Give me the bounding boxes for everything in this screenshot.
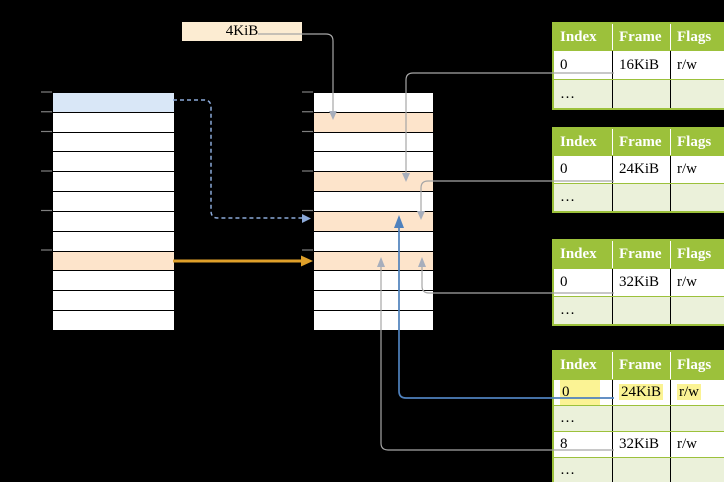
page-table-4-row-1: …: [554, 405, 724, 431]
page-table-4-row-3: …: [554, 457, 724, 482]
highlighted-cell-text: 0: [560, 380, 600, 405]
cell: [670, 458, 724, 482]
physical-memory-column: [313, 92, 434, 331]
cell: [612, 458, 670, 482]
page-size-label: 4KiB: [225, 23, 259, 39]
cell: …: [560, 462, 575, 478]
cell: [612, 297, 670, 324]
cell: 24KiB: [612, 380, 670, 405]
column-header-index: Index: [560, 29, 597, 45]
virtual-memory-row-5: [53, 191, 174, 211]
cell: 24KiB: [612, 156, 670, 183]
arrowhead-right-dashed-icon: [302, 214, 311, 223]
virtual-memory-row-1: [53, 111, 174, 132]
column-header-flags: Flags: [670, 129, 724, 155]
virtual-memory-row-9: [53, 270, 174, 291]
virtual-memory-row-10: [53, 290, 174, 311]
physical-memory-row-9: [314, 270, 433, 291]
cell: …: [560, 86, 575, 102]
cell: r/w: [670, 269, 724, 296]
physical-memory-row-0: [314, 93, 433, 112]
cell: 32KiB: [612, 269, 670, 296]
page-table-4-row-0: 0 24KiB r/w: [554, 379, 724, 405]
cell: 16KiB: [612, 51, 670, 79]
virtual-memory-row-4: [53, 171, 174, 192]
virtual-memory-row-0: [53, 93, 174, 112]
connector-dashed-virtual0-to-frame6: [173, 99, 302, 219]
virtual-memory-row-11: [53, 310, 174, 330]
physical-memory-row-7: [314, 230, 433, 251]
column-header-frame: Frame: [612, 24, 670, 50]
cell: r/w: [670, 380, 724, 405]
column-header-index: Index: [560, 134, 597, 150]
cell: [670, 406, 724, 431]
physical-memory-row-5: [314, 191, 433, 211]
cell: …: [560, 189, 575, 205]
column-header-flags: Flags: [670, 352, 724, 379]
cell: r/w: [670, 432, 724, 457]
cell: 0: [560, 161, 568, 177]
physical-memory-row-6: [314, 210, 433, 231]
virtual-memory-column: [52, 92, 175, 331]
cell: …: [560, 410, 575, 426]
virtual-memory-row-7: [53, 230, 174, 251]
cell: [670, 297, 724, 324]
arrowhead-right-orange-icon: [301, 255, 313, 267]
cell: …: [560, 302, 575, 318]
page-table-2-row-1: …: [554, 183, 724, 211]
column-header-index: Index: [560, 357, 597, 373]
cell: [670, 80, 724, 108]
virtual-memory-row-6: [53, 210, 174, 231]
highlighted-cell-text: r/w: [677, 384, 701, 400]
cell: 0: [560, 274, 568, 290]
physical-memory-row-4: [314, 171, 433, 192]
column-header-flags: Flags: [670, 24, 724, 50]
physical-memory-row-2: [314, 131, 433, 152]
page-table-1-row-1: …: [554, 79, 724, 108]
virtual-memory-row-2: [53, 131, 174, 152]
page-size-box: 4KiB: [182, 22, 302, 41]
virtual-memory-row-8: [53, 250, 174, 271]
column-header-frame: Frame: [612, 129, 670, 155]
cell: 0: [554, 380, 612, 405]
page-table-3-row-1: …: [554, 296, 724, 324]
virtual-memory-row-3: [53, 151, 174, 172]
physical-memory-row-3: [314, 151, 433, 172]
column-header-flags: Flags: [670, 241, 724, 268]
cell: [670, 184, 724, 211]
cell: 32KiB: [612, 432, 670, 457]
cell: 0: [560, 57, 568, 73]
column-header-frame: Frame: [612, 352, 670, 379]
cell: r/w: [670, 51, 724, 79]
physical-memory-row-11: [314, 310, 433, 330]
cell: r/w: [670, 156, 724, 183]
physical-memory-row-1: [314, 111, 433, 132]
cell: [612, 406, 670, 431]
physical-memory-row-10: [314, 290, 433, 311]
cell: [612, 184, 670, 211]
cell: [612, 80, 670, 108]
cell: 8: [560, 436, 568, 452]
column-header-index: Index: [560, 246, 597, 262]
highlighted-cell-text: 24KiB: [619, 384, 664, 400]
column-header-frame: Frame: [612, 241, 670, 268]
physical-memory-row-8: [314, 250, 433, 271]
